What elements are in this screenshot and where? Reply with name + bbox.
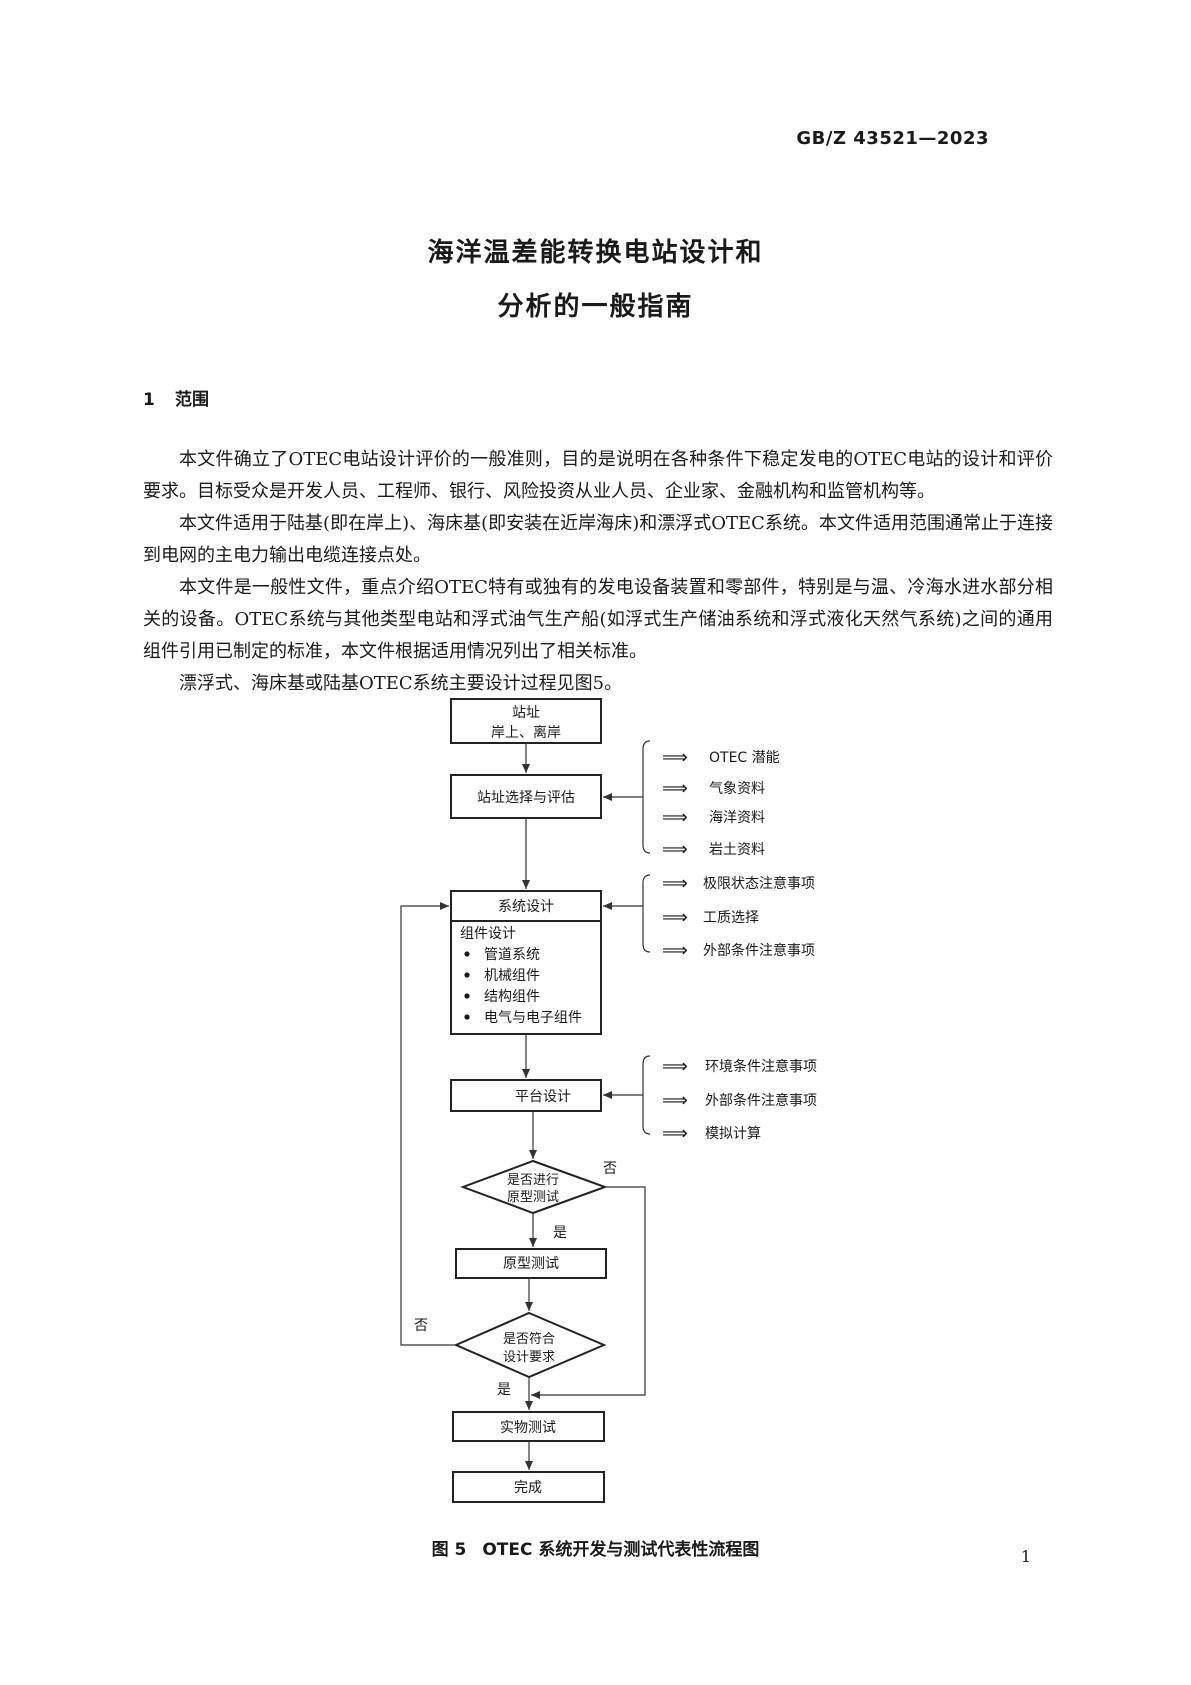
paragraph: 本文件确立了OTEC电站设计评价的一般准则，目的是说明在各种条件下稳定发电的OT…: [143, 449, 1053, 502]
figure-caption: 图 5 OTEC 系统开发与测试代表性流程图: [0, 1535, 1191, 1560]
site-label: 站址: [512, 705, 540, 721]
bullet: [464, 1014, 470, 1020]
platform-input-label: 环境条件注意事项: [705, 1058, 817, 1075]
document-title-line-2: 分析的一般指南: [497, 292, 694, 322]
no-label: 否: [414, 1318, 428, 1334]
input-arrow-icon: ⟹: [662, 807, 688, 828]
figure-title: OTEC 系统开发与测试代表性流程图: [482, 1540, 760, 1560]
input-arrow-icon: ⟹: [662, 907, 688, 928]
decision1-line1: 是否进行: [507, 1173, 559, 1188]
component-item: 电气与电子组件: [484, 1010, 582, 1026]
prototype-test-box: [455, 1248, 607, 1279]
input-arrow-icon: ⟹: [662, 747, 688, 768]
section-heading: 1 范围: [143, 385, 209, 410]
body-text: 本文件确立了OTEC电站设计评价的一般准则，目的是说明在各种条件下稳定发电的OT…: [143, 444, 1053, 700]
site-selection-label: 站址选择与评估: [477, 790, 575, 806]
prototype-test-label: 原型测试: [503, 1256, 559, 1272]
site-input-label: OTEC 潜能: [709, 750, 780, 766]
system-input-label: 外部条件注意事项: [703, 942, 815, 959]
input-arrow-icon: ⟹: [662, 1123, 688, 1144]
bullet: [464, 951, 470, 957]
section-number: 1: [143, 390, 155, 410]
paragraph: 本文件适用于陆基(即在岸上)、海床基(即安装在近岸海床)和漂浮式OTEC系统。本…: [143, 513, 1053, 566]
site-input-label: 海洋资料: [709, 810, 765, 826]
site-sublabel: 岸上、离岸: [491, 724, 561, 741]
site-input-label: 气象资料: [709, 781, 765, 797]
physical-test-label: 实物测试: [500, 1420, 556, 1436]
bullet: [464, 993, 470, 999]
bullet: [464, 972, 470, 978]
document-title-line-1: 海洋温差能转换电站设计和: [427, 238, 764, 268]
yes-label: 是: [497, 1382, 511, 1398]
platform-design-box: [450, 1079, 602, 1112]
component-item: 机械组件: [484, 968, 540, 984]
input-arrow-icon: ⟹: [662, 1090, 688, 1111]
paragraph: 漂浮式、海床基或陆基OTEC系统主要设计过程见图5。: [179, 673, 623, 694]
platform-input-label: 模拟计算: [705, 1126, 761, 1142]
decision2-line1: 是否符合: [503, 1331, 555, 1347]
site-input-label: 岩土资料: [709, 842, 765, 858]
complete-label: 完成: [514, 1480, 542, 1496]
no-label: 否: [603, 1161, 617, 1177]
component-item: 结构组件: [484, 989, 540, 1005]
system-input-label: 极限状态注意事项: [703, 875, 815, 892]
standard-number: GB/Z 43521—2023: [796, 128, 989, 149]
input-arrow-icon: ⟹: [662, 940, 688, 961]
component-design-title: 组件设计: [460, 926, 516, 942]
yes-label: 是: [553, 1225, 567, 1241]
system-design-label: 系统设计: [498, 899, 554, 915]
decision2-line2: 设计要求: [503, 1350, 555, 1365]
paragraph: 本文件是一般性文件，重点介绍OTEC特有或独有的发电设备装置和零部件，特别是与温…: [143, 577, 1053, 662]
input-arrow-icon: ⟹: [662, 839, 688, 860]
decision1-line2: 原型测试: [507, 1190, 559, 1205]
input-arrow-icon: ⟹: [662, 1056, 688, 1077]
platform-design-label: 平台设计: [515, 1089, 571, 1105]
component-item: 管道系统: [484, 947, 540, 963]
figure-number: 图 5: [431, 1540, 467, 1560]
input-arrow-icon: ⟹: [662, 873, 688, 894]
page-number: 1: [1020, 1547, 1031, 1566]
platform-input-label: 外部条件注意事项: [705, 1092, 817, 1109]
complete-box: [452, 1471, 605, 1503]
section-title: 范围: [175, 390, 209, 410]
system-input-label: 工质选择: [703, 910, 759, 926]
input-arrow-icon: ⟹: [662, 778, 688, 799]
